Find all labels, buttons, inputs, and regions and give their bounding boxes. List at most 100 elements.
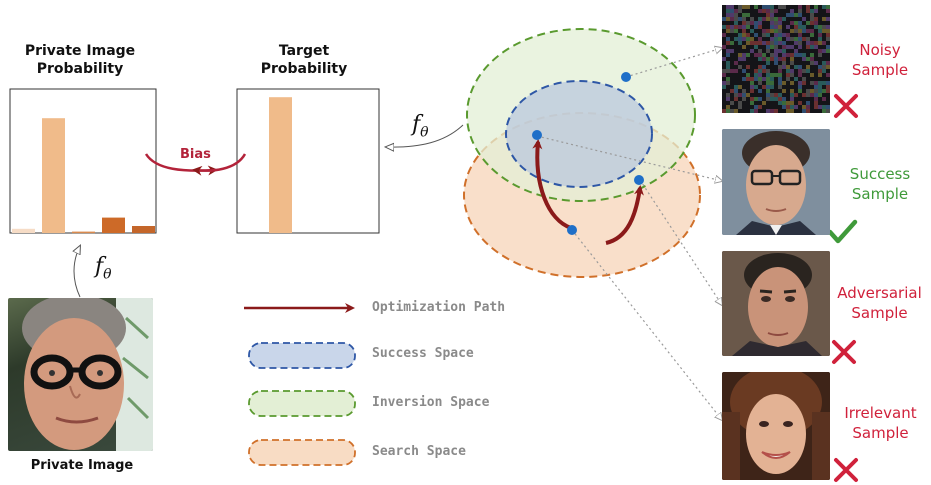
noise-pixel xyxy=(774,9,778,13)
success-label-line2: Sample xyxy=(851,185,909,203)
model-arrow-up xyxy=(74,246,80,298)
noise-pixel xyxy=(778,85,782,89)
noise-pixel xyxy=(750,97,754,101)
noise-pixel xyxy=(826,33,830,37)
point-success xyxy=(532,130,542,140)
sample-label-irrelevant: Irrelevant Sample xyxy=(832,403,929,443)
noise-pixel xyxy=(802,57,806,61)
noise-pixel xyxy=(738,5,742,9)
noise-pixel xyxy=(742,13,746,17)
noise-pixel xyxy=(806,65,810,69)
noise-pixel xyxy=(726,13,730,17)
noise-pixel xyxy=(758,57,762,61)
noise-pixel xyxy=(746,25,750,29)
noise-pixel xyxy=(738,17,742,21)
noise-pixel xyxy=(730,41,734,45)
noise-pixel xyxy=(746,65,750,69)
noise-pixel xyxy=(730,17,734,21)
noise-pixel xyxy=(778,97,782,101)
noise-pixel xyxy=(798,21,802,25)
noise-pixel xyxy=(734,93,738,97)
noise-pixel xyxy=(750,85,754,89)
noise-pixel xyxy=(774,97,778,101)
noise-pixel xyxy=(798,73,802,77)
noise-pixel xyxy=(738,65,742,69)
noise-pixel xyxy=(750,17,754,21)
noise-pixel xyxy=(826,85,830,89)
noise-pixel xyxy=(770,17,774,21)
noise-pixel xyxy=(822,97,826,101)
noise-pixel xyxy=(746,37,750,41)
noise-pixel xyxy=(750,37,754,41)
noise-pixel xyxy=(790,37,794,41)
noise-pixel xyxy=(798,25,802,29)
noise-pixel xyxy=(790,105,794,109)
point-adversarial xyxy=(634,175,644,185)
noise-pixel xyxy=(774,29,778,33)
noise-pixel xyxy=(730,89,734,93)
noise-pixel xyxy=(742,5,746,9)
noise-pixel xyxy=(770,81,774,85)
noise-pixel xyxy=(814,25,818,29)
noise-pixel xyxy=(770,37,774,41)
noise-pixel xyxy=(802,105,806,109)
noise-pixel xyxy=(822,89,826,93)
noise-pixel xyxy=(810,89,814,93)
noise-pixel xyxy=(814,17,818,21)
noise-pixel xyxy=(762,9,766,13)
noise-pixel xyxy=(826,109,830,113)
noise-pixel xyxy=(810,9,814,13)
noise-pixel xyxy=(734,85,738,89)
noise-pixel xyxy=(826,5,830,9)
noise-pixel xyxy=(754,5,758,9)
noise-pixel xyxy=(822,109,826,113)
noise-pixel xyxy=(766,45,770,49)
noise-pixel xyxy=(742,89,746,93)
noise-pixel xyxy=(726,37,730,41)
noise-pixel xyxy=(762,101,766,105)
noise-pixel xyxy=(794,93,798,97)
noise-pixel xyxy=(774,45,778,49)
noise-pixel xyxy=(790,9,794,13)
noise-pixel xyxy=(726,41,730,45)
noise-pixel xyxy=(758,105,762,109)
noise-pixel xyxy=(738,105,742,109)
noise-pixel xyxy=(826,37,830,41)
noise-pixel xyxy=(794,37,798,41)
noise-pixel xyxy=(818,41,822,45)
noise-pixel xyxy=(790,109,794,113)
noise-pixel xyxy=(758,89,762,93)
noise-pixel xyxy=(726,93,730,97)
legend-optimization-path: Optimization Path xyxy=(372,300,506,315)
noise-pixel xyxy=(726,49,730,53)
noise-pixel xyxy=(790,101,794,105)
noise-pixel xyxy=(746,93,750,97)
noise-pixel xyxy=(766,29,770,33)
noise-pixel xyxy=(766,69,770,73)
noise-pixel xyxy=(774,25,778,29)
model-label-f: f xyxy=(95,254,104,279)
noise-pixel xyxy=(738,101,742,105)
noise-pixel xyxy=(758,49,762,53)
noise-pixel xyxy=(814,81,818,85)
noise-pixel xyxy=(778,17,782,21)
noise-pixel xyxy=(754,85,758,89)
noise-pixel xyxy=(790,69,794,73)
noise-pixel xyxy=(818,33,822,37)
noise-pixel xyxy=(766,17,770,21)
noise-pixel xyxy=(818,69,822,73)
noise-pixel xyxy=(774,41,778,45)
noise-pixel xyxy=(758,97,762,101)
noise-pixel xyxy=(722,81,726,85)
noise-pixel xyxy=(734,37,738,41)
noise-pixel xyxy=(786,109,790,113)
noise-pixel xyxy=(762,85,766,89)
noise-pixel xyxy=(754,73,758,77)
noise-pixel xyxy=(766,89,770,93)
noise-pixel xyxy=(814,41,818,45)
private-face-drawing xyxy=(22,298,153,451)
noise-pixel xyxy=(766,49,770,53)
noise-pixel xyxy=(734,21,738,25)
noise-pixel xyxy=(790,93,794,97)
